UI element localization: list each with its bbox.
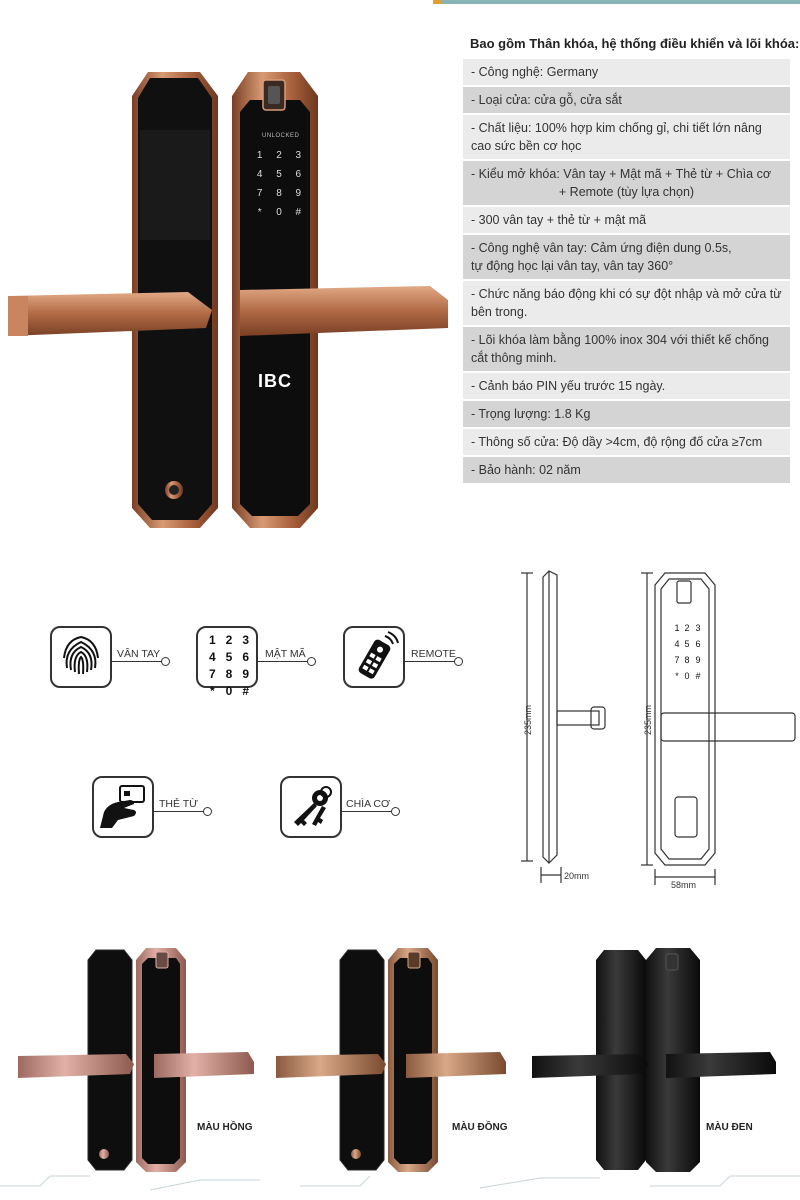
svg-text:1: 1 (674, 623, 679, 633)
key-label: CHÌA CƠ (346, 798, 391, 810)
variant-pink (18, 948, 254, 1172)
spec-item: - Trọng lượng: 1.8 Kg (463, 401, 790, 427)
lock-back-handle (8, 292, 212, 336)
color-variants (0, 948, 800, 1191)
svg-text:4: 4 (674, 639, 679, 649)
keypad-key: 6 (295, 169, 302, 180)
card-feature-box (92, 776, 154, 838)
spec-item: - Bảo hành: 02 năm (463, 457, 790, 483)
variant-bronze (276, 948, 506, 1172)
lock-keypad: 1 2 3 4 5 6 7 8 9 * 0 # (250, 150, 308, 218)
spec-heading: Bao gồm Thân khóa, hệ thống điều khiển v… (470, 36, 800, 51)
keypad-key: 5 (276, 169, 282, 180)
svg-text:6: 6 (695, 639, 700, 649)
keypad-key: 4 (256, 169, 263, 180)
variant-black (532, 948, 776, 1172)
keypad-key: 7 (256, 188, 263, 199)
connector-line (112, 661, 162, 662)
connector-dot (391, 807, 400, 816)
dim-height-side: 235mm (523, 704, 533, 735)
connector-dot (307, 657, 316, 666)
fingerprint-icon (63, 635, 99, 675)
svg-text:2: 2 (684, 623, 689, 633)
svg-text:*: * (675, 671, 679, 681)
fingerprint-label: VÂN TAY (117, 648, 161, 660)
key-feature-box (280, 776, 342, 838)
remote-feature-box (343, 626, 405, 688)
card-icon (100, 785, 145, 828)
connector-dot (161, 657, 170, 666)
spec-item: - 300 vân tay + thẻ từ + mật mã (463, 207, 790, 233)
connector-line (154, 811, 204, 812)
spec-item: - Thông số cửa: Độ dầy >4cm, độ rộng đố … (463, 429, 790, 455)
password-label: MẬT MÃ (265, 648, 306, 660)
keypad-key: # (295, 207, 302, 218)
spec-list: - Công nghệ: Germany - Loại cửa: cửa gỗ,… (463, 59, 790, 485)
svg-text:0: 0 (684, 671, 689, 681)
variant-black-label: MÀU ĐEN (706, 1122, 753, 1133)
top-accent-bar (433, 0, 800, 4)
svg-text:#: # (695, 671, 700, 681)
keypad-key: * (257, 207, 262, 218)
spec-item: - Kiểu mở khóa: Vân tay + Mật mã + Thẻ t… (463, 161, 790, 205)
svg-text:7: 7 (674, 655, 679, 665)
keypad-key: 2 (276, 150, 282, 161)
spec-item: - Chất liệu: 100% hợp kim chống gỉ, chi … (463, 115, 790, 159)
spec-item: - Chức năng báo động khi có sự đột nhập … (463, 281, 790, 325)
variant-pink-label: MÀU HỒNG (197, 1122, 253, 1133)
spec-item: - Công nghệ: Germany (463, 59, 790, 85)
dim-width: 58mm (671, 880, 697, 890)
keypad-key: 0 (276, 207, 282, 218)
keypad-key: 3 (295, 150, 302, 161)
card-label: THẺ TỪ (159, 798, 199, 810)
svg-text:5: 5 (684, 639, 689, 649)
keypad-key: 9 (295, 188, 302, 199)
fingerprint-feature-box (50, 626, 112, 688)
lock-front-handle (240, 286, 448, 336)
variant-bronze-label: MÀU ĐỒNG (452, 1122, 508, 1133)
key-icon (294, 786, 332, 826)
brand-logo: IBC (258, 371, 292, 391)
remote-icon (358, 631, 399, 679)
dim-depth: 20mm (564, 871, 590, 881)
spec-item: - Cảnh báo PIN yếu trước 15 ngày. (463, 373, 790, 399)
spec-item: - Công nghệ vân tay: Cảm ứng điện dung 0… (463, 235, 790, 279)
keypad-key: 1 (256, 150, 263, 161)
connector-line (258, 661, 308, 662)
lock-status-text: UNLOCKED (262, 133, 300, 139)
connector-dot (454, 657, 463, 666)
connector-line (405, 661, 455, 662)
spec-item: - Lõi khóa làm bằng 100% inox 304 với th… (463, 327, 790, 371)
svg-text:8: 8 (684, 655, 689, 665)
dim-height-front: 235mm (643, 704, 653, 735)
spec-item: - Loại cửa: cửa gỗ, cửa sắt (463, 87, 790, 113)
svg-text:3: 3 (695, 623, 700, 633)
main-product-image (8, 72, 448, 528)
circuit-decoration (0, 1175, 800, 1191)
connector-dot (203, 807, 212, 816)
top-accent-mark (433, 0, 441, 4)
svg-text:9: 9 (695, 655, 700, 665)
connector-line (342, 811, 392, 812)
keypad-key: 8 (276, 188, 282, 199)
remote-label: REMOTE (411, 648, 456, 660)
